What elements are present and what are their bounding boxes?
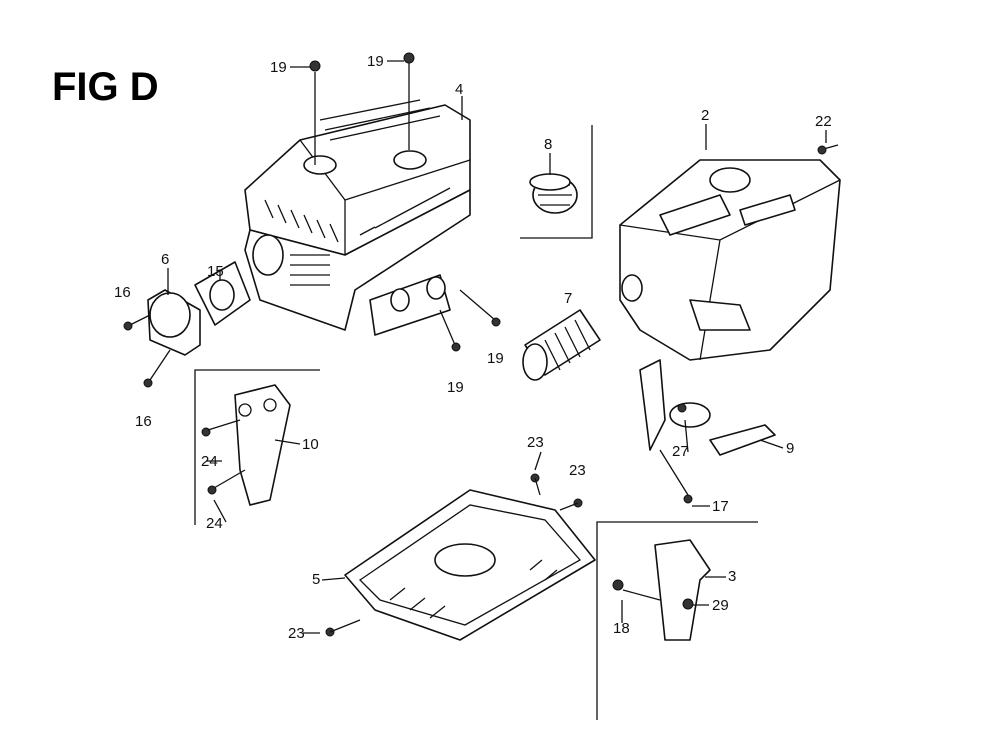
callout-16: 16 xyxy=(114,284,131,301)
callout-29: 29 xyxy=(712,597,729,614)
callout-23: 23 xyxy=(527,434,544,451)
callout-6: 6 xyxy=(161,251,169,268)
callout-labels: 19 19 4 8 2 22 15 6 16 16 7 19 19 10 24 … xyxy=(114,53,832,642)
part-6-cap xyxy=(123,289,201,388)
callout-15: 15 xyxy=(207,263,224,280)
screws-19 xyxy=(309,52,501,352)
callout-19: 19 xyxy=(367,53,384,70)
callout-24: 24 xyxy=(206,515,223,532)
callout-22: 22 xyxy=(815,113,832,130)
callout-5: 5 xyxy=(312,571,320,588)
callout-2: 2 xyxy=(701,107,709,124)
callout-17: 17 xyxy=(712,498,729,515)
part-15-gasket xyxy=(194,261,251,326)
callout-23: 23 xyxy=(288,625,305,642)
callout-10: 10 xyxy=(302,436,319,453)
part-7-spark-arrester xyxy=(522,309,601,381)
part-4-muffler-cover xyxy=(244,99,471,336)
callout-23: 23 xyxy=(569,462,586,479)
callout-18: 18 xyxy=(613,620,630,637)
part-5-base xyxy=(325,473,596,641)
callout-27: 27 xyxy=(672,443,689,460)
callout-16: 16 xyxy=(135,413,152,430)
callout-19: 19 xyxy=(447,379,464,396)
part-2-muffler xyxy=(619,144,841,451)
callout-8: 8 xyxy=(544,136,552,153)
leader-lines xyxy=(167,60,827,634)
callout-9: 9 xyxy=(786,440,794,457)
callout-19: 19 xyxy=(487,350,504,367)
part-8-box xyxy=(520,125,593,239)
callout-4: 4 xyxy=(455,81,463,98)
callout-7: 7 xyxy=(564,290,572,307)
callout-19: 19 xyxy=(270,59,287,76)
figure-title: FIG D xyxy=(52,65,159,109)
callout-3: 3 xyxy=(728,568,736,585)
part-3-box xyxy=(596,521,758,720)
part-9-gasket xyxy=(659,402,776,504)
part-10-box xyxy=(194,369,320,525)
